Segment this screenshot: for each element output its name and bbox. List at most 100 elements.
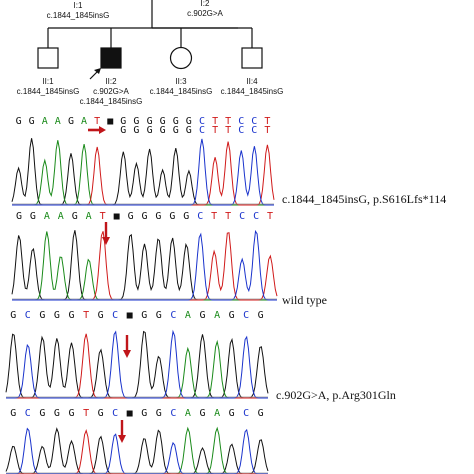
trace-C: [6, 427, 268, 474]
base-call: A: [81, 116, 87, 127]
base-call-secondary: G: [133, 125, 139, 136]
base-call: G: [120, 116, 126, 127]
pedigree-female-unaffected-II3: [169, 46, 193, 70]
base-call: C: [251, 116, 257, 127]
base-call: G: [141, 310, 147, 321]
base-call-secondary: G: [186, 125, 192, 136]
trace-T: [6, 333, 268, 399]
base-call: G: [141, 408, 147, 419]
caption-insG: c.1844_1845insG, p.S616Lfs*114: [282, 192, 446, 206]
trace-G: [5, 427, 269, 474]
base-call: C: [170, 310, 176, 321]
base-call: G: [229, 408, 235, 419]
base-call: G: [68, 408, 74, 419]
base-call: G: [30, 211, 36, 222]
insertion-marker: ■: [127, 408, 133, 419]
base-call: C: [170, 408, 176, 419]
base-call: T: [225, 211, 231, 222]
base-call: G: [68, 310, 74, 321]
base-call-secondary: T: [212, 125, 218, 136]
label-I1-id: I:1: [74, 1, 83, 10]
base-call: C: [238, 116, 244, 127]
base-call: G: [169, 211, 175, 222]
base-call: G: [133, 116, 139, 127]
base-call: A: [185, 310, 191, 321]
base-call: C: [199, 116, 205, 127]
base-call: G: [156, 310, 162, 321]
base-call: A: [58, 211, 64, 222]
base-call: C: [253, 211, 259, 222]
base-call: A: [214, 408, 220, 419]
base-call: G: [98, 310, 104, 321]
mutation-arrowhead: [102, 237, 110, 245]
base-call: G: [155, 211, 161, 222]
base-call: G: [72, 211, 78, 222]
base-call: G: [10, 310, 16, 321]
base-call: A: [42, 116, 48, 127]
base-call: C: [239, 211, 245, 222]
base-call: C: [25, 310, 31, 321]
pedigree-labels: I:1 c.1844_1845insG I:2 c.902G>A II:1 c.…: [17, 0, 284, 106]
trace-A: [6, 426, 268, 474]
pedigree-male-unaffected-II1: [37, 47, 59, 69]
base-call: G: [54, 408, 60, 419]
base-call: A: [55, 116, 61, 127]
base-call: G: [156, 408, 162, 419]
base-call: G: [199, 408, 205, 419]
base-call-secondary: C: [238, 125, 244, 136]
base-call: G: [39, 408, 45, 419]
insertion-marker: ■: [114, 211, 120, 222]
base-call: G: [54, 310, 60, 321]
base-call: T: [225, 116, 231, 127]
base-call: G: [98, 408, 104, 419]
base-call: G: [186, 116, 192, 127]
caption-wild-type: wild type: [282, 293, 327, 307]
insertion-marker: ■: [127, 310, 133, 321]
label-II4-id: II:4: [246, 77, 258, 86]
base-call: G: [173, 116, 179, 127]
base-call: A: [214, 310, 220, 321]
label-II2-genotype-1: c.902G>A: [93, 87, 129, 96]
mutation-arrowhead: [99, 126, 106, 134]
base-call: T: [83, 408, 89, 419]
trace-C: [12, 229, 277, 301]
pedigree: [37, 0, 263, 80]
trace-C: [12, 138, 274, 206]
label-II3-genotype: c.1844_1845insG: [150, 87, 213, 96]
base-call: G: [29, 116, 35, 127]
base-call: G: [199, 310, 205, 321]
base-call: G: [229, 310, 235, 321]
label-I2-genotype: c.902G>A: [187, 9, 223, 18]
label-II3-id: II:3: [175, 77, 187, 86]
base-call: G: [147, 116, 153, 127]
base-call: C: [197, 211, 203, 222]
base-call: G: [16, 116, 22, 127]
base-call: T: [94, 116, 100, 127]
pedigree-male-unaffected-II4: [241, 47, 263, 69]
label-II4-genotype: c.1844_1845insG: [221, 87, 284, 96]
base-call-secondary: C: [251, 125, 257, 136]
base-call-secondary: C: [199, 125, 205, 136]
base-call: G: [68, 116, 74, 127]
base-call: C: [243, 310, 249, 321]
base-call-secondary: G: [147, 125, 153, 136]
mutation-arrowhead: [118, 435, 126, 443]
base-call-secondary: G: [160, 125, 166, 136]
insertion-marker: ■: [107, 116, 113, 127]
label-II2-id: II:2: [105, 77, 117, 86]
label-II1-id: II:1: [42, 77, 54, 86]
base-call: G: [39, 310, 45, 321]
base-call: G: [183, 211, 189, 222]
base-call: G: [258, 408, 264, 419]
trace-G: [5, 330, 269, 399]
base-call: C: [112, 310, 118, 321]
base-call: C: [25, 408, 31, 419]
label-II1-genotype: c.1844_1845insG: [17, 87, 80, 96]
base-call: T: [211, 211, 217, 222]
base-call: C: [243, 408, 249, 419]
